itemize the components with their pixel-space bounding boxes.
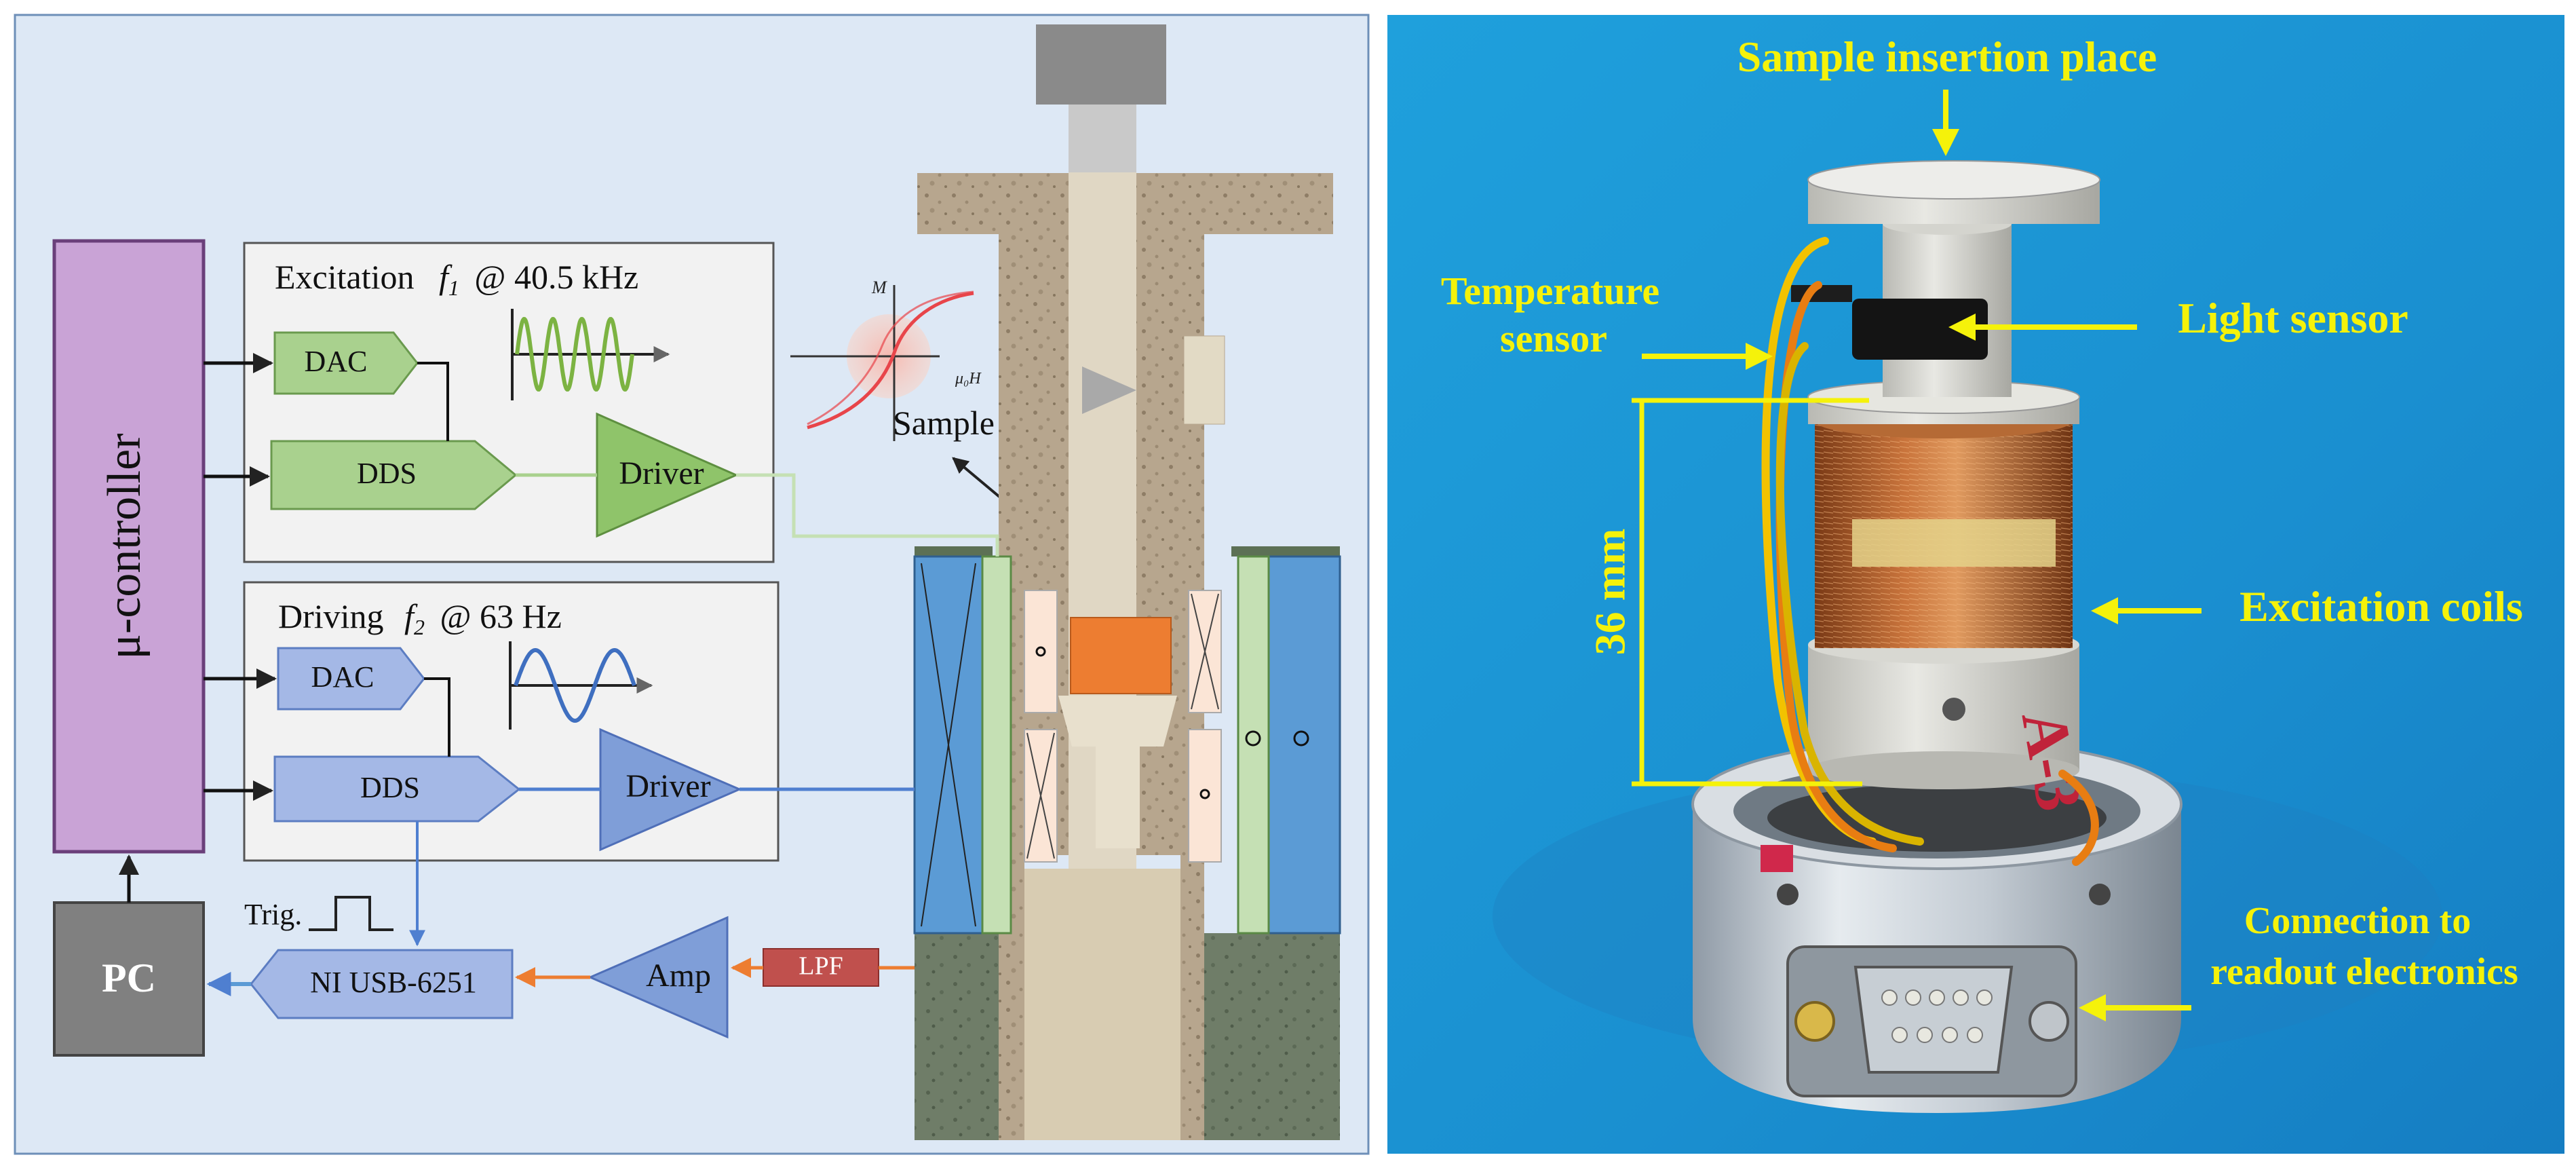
probe-base-left — [915, 933, 999, 1140]
hysteresis-curve-lower — [807, 290, 974, 426]
driving-dds — [273, 755, 521, 823]
controller-block — [52, 239, 206, 854]
photo-panel: A-3 — [1387, 15, 2564, 1154]
temperature-label-line1: Temperature — [1441, 269, 1659, 313]
probe-base-top-left — [915, 546, 993, 556]
excitation-dds-label: DDS — [357, 457, 417, 490]
probe-cross-section — [736, 24, 1341, 1140]
hysteresis-curve-upper — [807, 291, 974, 430]
driving-driver-label: Driver — [626, 768, 710, 804]
light-sensor-label: Light sensor — [2178, 294, 2408, 342]
sample-block — [1070, 617, 1172, 694]
controller-label: μ-controller — [98, 434, 151, 660]
hysteresis-y-label: M — [871, 278, 887, 297]
driving-waveform — [509, 641, 653, 730]
excitation-coil-photo — [1815, 403, 2073, 648]
pickup-coil-lower-right — [1188, 729, 1222, 863]
insertion-label: Sample insertion place — [1737, 33, 2157, 81]
daq-label: NI USB-6251 — [310, 966, 477, 999]
driving-dac — [277, 647, 425, 711]
excitation-coil-left — [981, 555, 1012, 935]
driving-dac-dds-link — [424, 677, 450, 757]
lpf-block — [763, 948, 879, 987]
driving-dac-label: DAC — [311, 660, 374, 694]
connector-screw-right — [2029, 1001, 2069, 1042]
probe-lower-bore — [1024, 869, 1180, 1140]
lpf-label: LPF — [799, 952, 843, 981]
connection-label-line1: Connection to — [2244, 900, 2471, 942]
driving-title: Driving f2 @ 63 Hz — [278, 597, 562, 642]
excitation-dds — [270, 440, 518, 510]
schematic-panel: μ-controller PC Excitation f1 @ 40.5 kHz… — [14, 14, 1370, 1155]
base-red-tag — [1761, 845, 1793, 872]
coils-label: Excitation coils — [2239, 582, 2523, 630]
excitation-title: Excitation f1 @ 40.5 kHz — [275, 258, 638, 303]
pickup-coil-upper-left — [1024, 590, 1058, 713]
wires — [1761, 237, 2099, 866]
dimension-label: 36 mm — [1586, 529, 1634, 656]
pickup-coil-upper-right — [1188, 590, 1222, 713]
connector-screw-left — [1794, 1001, 1835, 1042]
amp-block — [588, 916, 729, 1039]
sample-label: Sample — [893, 404, 995, 442]
db9-connector — [1786, 945, 2077, 1097]
coil-tag-text: A-3 — [2008, 705, 2096, 816]
excitation-feed-line — [736, 473, 999, 556]
excitation-waveform — [511, 309, 670, 400]
probe-notch-right — [1183, 335, 1225, 425]
sample-holder — [1058, 696, 1177, 848]
daq-block — [250, 949, 514, 1019]
coil-tape — [1852, 519, 2056, 567]
probe-base-right — [1204, 933, 1340, 1140]
dimension-bracket: 36 mm — [1586, 398, 1869, 787]
probe-base-top-right — [1231, 546, 1340, 556]
probe-top-cap — [1036, 24, 1166, 105]
amp-label: Amp — [646, 958, 711, 994]
probe-top-stem — [1069, 105, 1136, 172]
hysteresis-x-label: μ₀H — [955, 370, 982, 388]
temperature-label-line2: sensor — [1500, 316, 1607, 360]
trigger-pulse-icon — [309, 896, 393, 931]
excitation-driver-label: Driver — [619, 455, 704, 491]
probe-notch-left — [1082, 366, 1136, 414]
connection-label-line2: readout electronics — [2210, 951, 2518, 993]
excitation-dac — [273, 331, 419, 395]
temperature-sensor-photo — [1791, 285, 1852, 302]
excitation-dac-dds-link — [417, 362, 449, 441]
excitation-dac-label: DAC — [305, 345, 368, 378]
trigger-label: Trig. — [244, 898, 302, 931]
hysteresis-inset: M μ₀H Sample — [790, 278, 995, 442]
driving-dds-label: DDS — [360, 771, 420, 804]
pc-label: PC — [102, 956, 156, 1000]
